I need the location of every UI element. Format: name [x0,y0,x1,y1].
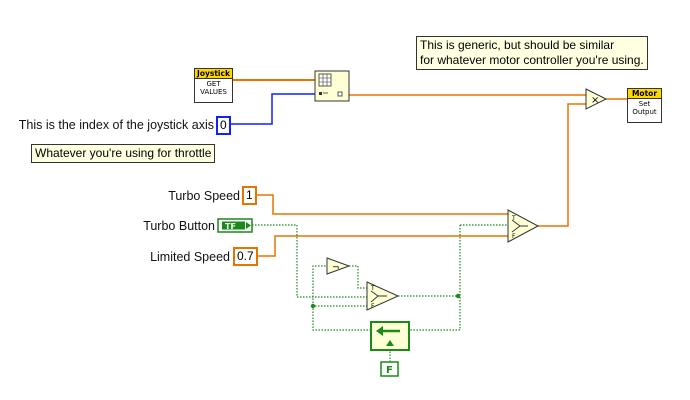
wire-limited-speed [257,235,508,257]
svg-text:F: F [371,303,375,310]
generic-controller-comment: This is generic, but should be similar f… [416,36,648,70]
limited-speed-control[interactable]: 0.7 [233,247,258,266]
limited-speed-label: Limited Speed [150,250,230,264]
turbo-button-value[interactable]: TF [225,222,236,231]
false-constant-value[interactable]: F [386,365,393,376]
wire-turbo-speed [257,194,508,215]
turbo-button-label: Turbo Button [143,219,215,233]
joystick-vi-header: Joystick [195,69,232,79]
wire-feedback-loop [409,225,461,331]
svg-text:T: T [370,285,375,292]
axis-index-constant[interactable]: 0 [216,116,231,135]
motor-set-output-vi[interactable]: Motor Set Output [627,88,662,123]
false-constant-frame [380,361,399,377]
feedback-node-icon [376,326,400,346]
joystick-vi-line1: GET [206,80,221,88]
axis-label: This is the index of the joystick axis [18,118,214,132]
svg-text:F: F [512,233,516,240]
select-node-main[interactable]: T F [507,209,540,243]
multiply-node[interactable]: × [585,88,608,110]
wire-to-not [312,265,327,306]
multiply-icon: × [591,95,599,106]
motor-vi-line2: Output [632,108,657,116]
svg-text:T: T [511,215,516,222]
throttle-comment: Whatever you're using for throttle [31,144,216,163]
motor-vi-line1: Set [638,100,651,108]
turbo-button-inner [222,221,245,230]
turbo-speed-control[interactable]: 1 [242,186,257,205]
joystick-get-values-vi[interactable]: Joystick GET VALUES [194,68,233,103]
wire-feedback-out [312,305,371,331]
not-icon: ¬ [332,263,340,273]
wire-select-to-multiply [538,103,586,227]
index-array-icon [318,73,343,97]
wire-turbo-button [252,224,367,298]
select-icon: T F [511,215,528,240]
wire-axis-to-index [231,93,315,125]
turbo-speed-label: Turbo Speed [168,189,240,203]
wire-junction-1 [455,293,461,299]
index-array-node[interactable] [314,70,350,102]
select-node-toggle[interactable]: T F [366,281,400,311]
turbo-button-arrow [246,222,251,229]
joystick-vi-line2: VALUES [200,88,227,96]
wire-not-out [349,265,367,289]
wire-junction-2 [310,303,316,309]
not-node[interactable]: ¬ [326,257,351,275]
select-icon: T F [370,285,387,310]
feedback-node[interactable] [370,321,410,351]
motor-vi-header: Motor [628,89,661,99]
